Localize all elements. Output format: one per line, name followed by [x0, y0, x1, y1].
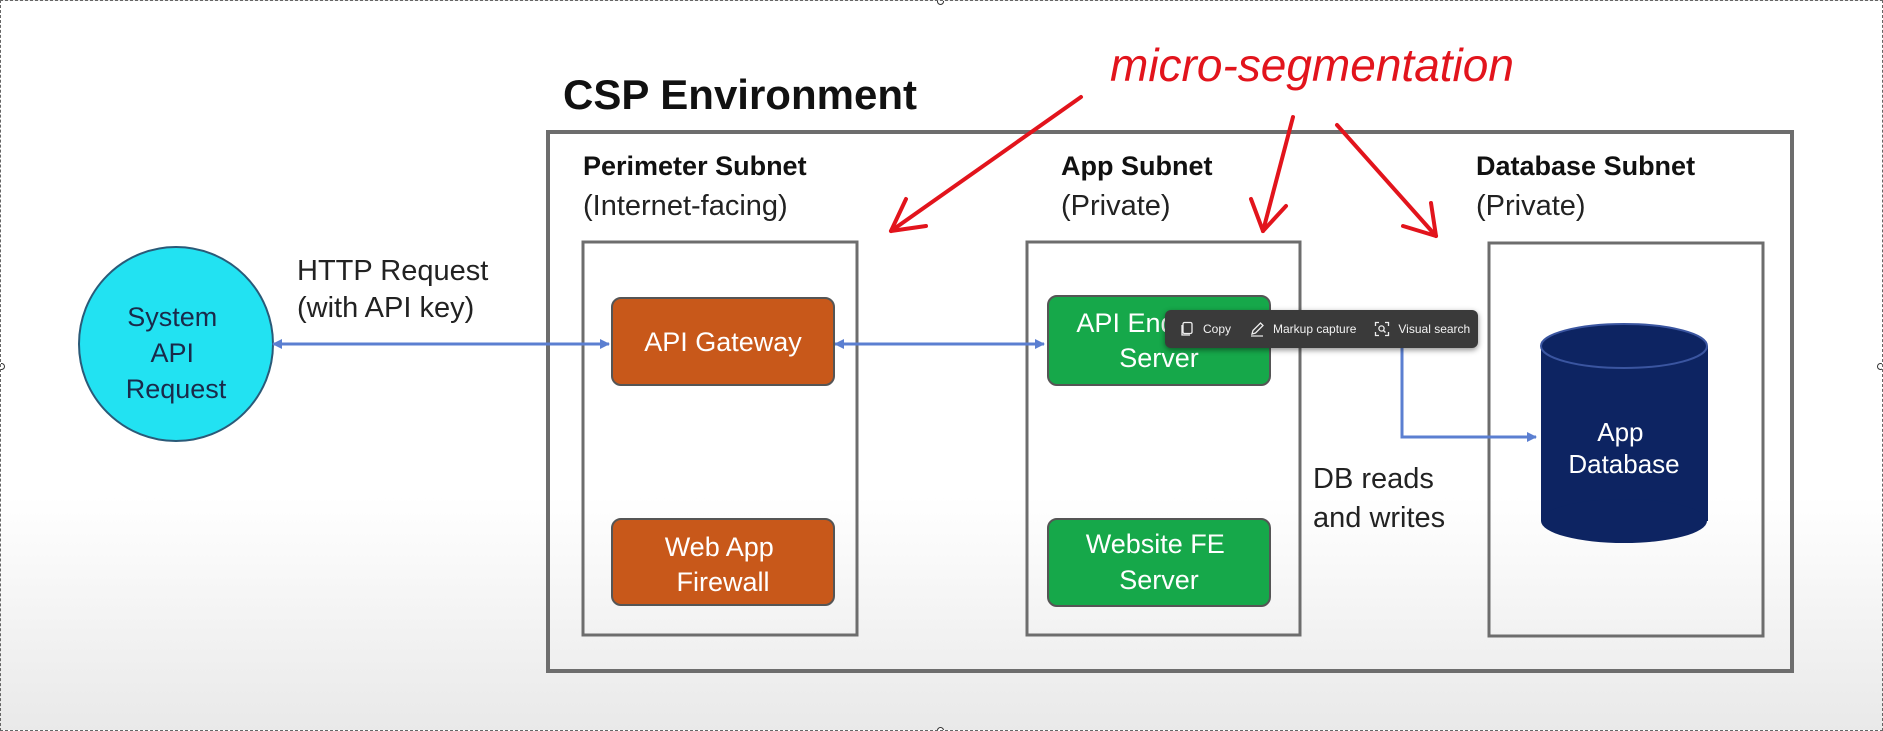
app-subnet-title: App Subnet — [1061, 151, 1212, 181]
capture-toolbar: Copy Markup capture Visual search — [1165, 310, 1478, 348]
csp-environment-frame — [546, 130, 1794, 673]
resize-handle-bottom[interactable] — [937, 727, 944, 730]
client-label-line-2: API — [150, 338, 194, 368]
app-database-label-line-2: Database — [1568, 449, 1679, 479]
api-server-label-line-2: Server — [1119, 343, 1199, 373]
micro-segmentation-annotation: micro-segmentation — [1110, 39, 1514, 91]
db-reads-label: DB reads — [1313, 463, 1434, 495]
copy-icon — [1181, 321, 1193, 336]
client-label-line-1: System — [127, 302, 217, 332]
db-writes-label: and writes — [1313, 502, 1445, 534]
website-fe-label-line-1: Website FE — [1086, 529, 1225, 559]
annotation-arrows — [889, 95, 1438, 238]
visual-search-button[interactable]: Visual search — [1374, 321, 1470, 337]
resize-handle-left[interactable] — [1, 363, 5, 370]
app-subnet-subtitle: (Private) — [1061, 190, 1171, 222]
perimeter-subnet-box — [581, 240, 859, 637]
copy-button[interactable]: Copy — [1179, 321, 1231, 337]
visual-search-label: Visual search — [1398, 322, 1471, 336]
api-server-database-arrow — [1400, 344, 1537, 442]
markup-capture-button[interactable]: Markup capture — [1249, 321, 1356, 337]
svg-text:DB reads and writes: DB reads and writes — [1313, 463, 1445, 534]
perimeter-subnet-title: Perimeter Subnet — [583, 151, 807, 181]
waf-label-line-1: Web App — [665, 532, 774, 562]
svg-text:Website FE Server: Website FE Server — [1086, 529, 1233, 595]
perimeter-subnet-subtitle: (Internet-facing) — [583, 190, 788, 222]
svg-text:System API Request: System API Request — [126, 302, 227, 404]
database-subnet-title: Database Subnet — [1476, 151, 1695, 181]
website-fe-server-box — [1047, 518, 1271, 607]
http-request-label: HTTP Request — [297, 255, 488, 287]
waf-label-line-2: Firewall — [676, 567, 769, 597]
pen-icon — [1251, 322, 1264, 337]
api-gateway-box — [611, 297, 835, 386]
app-subnet-box — [1025, 240, 1302, 637]
client-label-line-3: Request — [126, 374, 227, 404]
database-subnet-box — [1487, 241, 1765, 638]
website-fe-label-line-2: Server — [1119, 565, 1199, 595]
svg-text:App Database: App Database — [1568, 417, 1679, 479]
copy-label: Copy — [1203, 322, 1232, 336]
resize-handle-top[interactable] — [937, 1, 944, 5]
resize-handle-right[interactable] — [1877, 363, 1882, 370]
app-database-cylinder — [1540, 323, 1708, 543]
web-app-firewall-box — [611, 518, 835, 606]
app-database-label-line-1: App — [1597, 417, 1643, 447]
api-gateway-label: API Gateway — [644, 327, 802, 357]
api-key-label: (with API key) — [297, 292, 474, 324]
svg-text:Web App Firewall: Web App Firewall — [665, 532, 782, 597]
svg-text:HTTP Request (with API k: HTTP Request (with API key) — [297, 255, 496, 324]
database-subnet-subtitle: (Private) — [1476, 190, 1586, 222]
markup-capture-label: Markup capture — [1273, 322, 1357, 336]
visual-search-icon — [1375, 321, 1390, 337]
diagram-title: CSP Environment — [563, 71, 917, 118]
